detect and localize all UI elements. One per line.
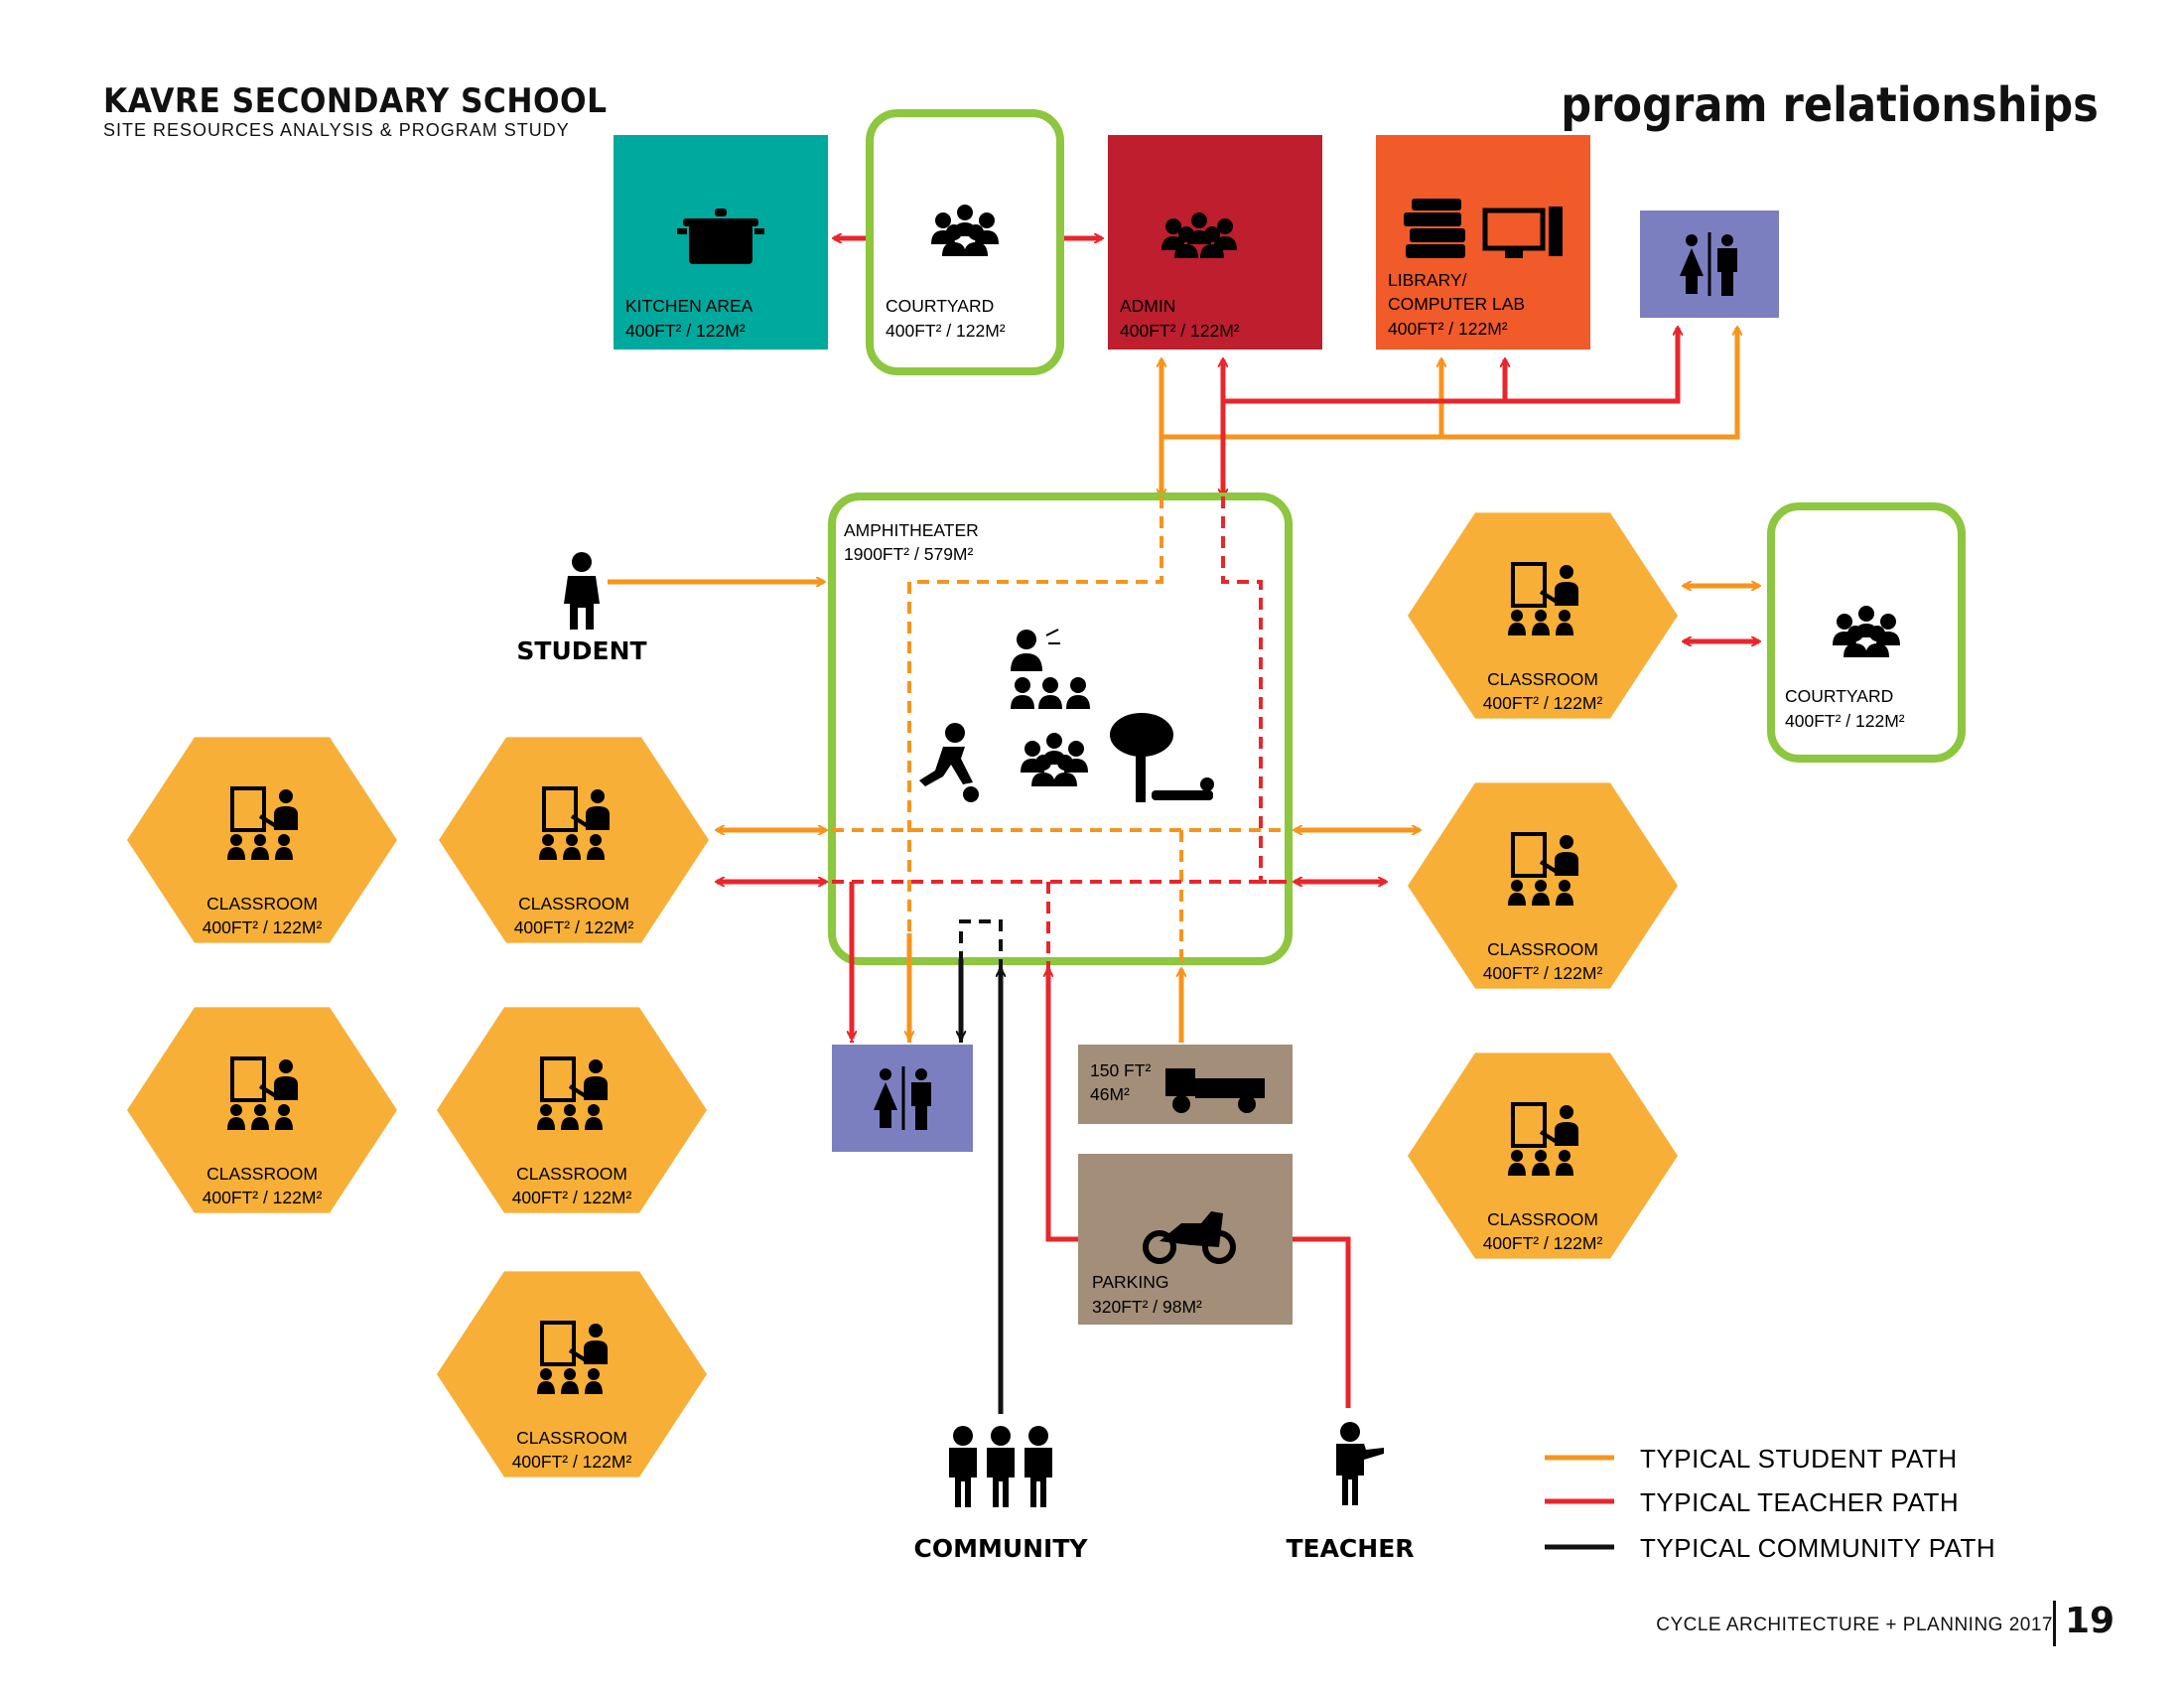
library-computer-lab-block: LIBRARY/ COMPUTER LAB 400FT² / 122M² <box>1376 135 1590 350</box>
classroom-label: CLASSROOM <box>516 1428 627 1448</box>
amphitheater-size: 1900FT² / 579M² <box>844 544 973 564</box>
classroom-hexagon: CLASSROOM 400FT² / 122M² <box>1408 1053 1678 1259</box>
books-computer-icon <box>1404 199 1563 258</box>
classroom-size: 400FT² / 122M² <box>203 1188 323 1207</box>
truck-size-m: 46M² <box>1090 1084 1130 1104</box>
community-figure: COMMUNITY <box>913 1426 1088 1563</box>
cooking-pot-icon <box>677 209 764 264</box>
community-label: COMMUNITY <box>913 1534 1088 1563</box>
classroom-label: CLASSROOM <box>206 894 318 914</box>
legend-community-label: TYPICAL COMMUNITY PATH <box>1640 1533 1995 1563</box>
teacher-label: TEACHER <box>1286 1534 1414 1563</box>
teacher-icon <box>1336 1422 1384 1505</box>
restroom-bottom-block <box>832 1045 973 1152</box>
classroom-size: 400FT² / 122M² <box>1483 693 1603 713</box>
classroom-hexagon: CLASSROOM 400FT² / 122M² <box>437 1271 707 1477</box>
teacher-path-parking <box>1293 1236 1351 1408</box>
amphitheater-label: AMPHITHEATER <box>844 520 979 540</box>
classroom-size: 400FT² / 122M² <box>1483 1233 1603 1253</box>
courtyard-right-size: 400FT² / 122M² <box>1785 711 1905 731</box>
classroom-hexagon: CLASSROOM 400FT² / 122M² <box>1408 782 1678 989</box>
student-label: STUDENT <box>516 636 646 665</box>
admin-label: ADMIN <box>1120 296 1175 316</box>
kitchen-area-size: 400FT² / 122M² <box>625 321 746 341</box>
classroom-label: CLASSROOM <box>516 1164 627 1184</box>
student-path-internal <box>832 496 1289 1043</box>
student-icon <box>564 552 600 630</box>
classroom-size: 400FT² / 122M² <box>512 1452 632 1472</box>
classroom-hexagon: CLASSROOM 400FT² / 122M² <box>127 1007 397 1213</box>
parking-size: 320FT² / 98M² <box>1092 1297 1202 1317</box>
page-number: 19 <box>2065 1601 2116 1641</box>
classroom-label: CLASSROOM <box>518 894 629 914</box>
classroom-hexagon: CLASSROOM 400FT² / 122M² <box>127 737 397 943</box>
tree-rest-icon <box>1110 713 1214 802</box>
school-title: KAVRE SECONDARY SCHOOL <box>103 81 608 121</box>
student-path-top <box>1161 328 1737 496</box>
classroom-label: CLASSROOM <box>1487 1209 1598 1229</box>
library-label: LIBRARY/ <box>1388 270 1467 290</box>
restroom-icon <box>872 1064 933 1132</box>
kitchen-area-label: KITCHEN AREA <box>625 296 753 316</box>
school-subtitle: SITE RESOURCES ANALYSIS & PROGRAM STUDY <box>103 120 570 140</box>
courtyard-right-label: COURTYARD <box>1785 686 1893 706</box>
courtyard-top-label: COURTYARD <box>886 296 994 316</box>
classroom-size: 400FT² / 122M² <box>514 917 634 937</box>
legend-item-student: TYPICAL STUDENT PATH <box>1545 1444 1958 1474</box>
restroom-icon <box>1678 230 1739 298</box>
legend-item-teacher: TYPICAL TEACHER PATH <box>1545 1487 1959 1517</box>
page-number-divider <box>2053 1601 2056 1646</box>
page-title: program relationships <box>1561 77 2099 133</box>
classroom-label: CLASSROOM <box>206 1164 318 1184</box>
footer-credit: CYCLE ARCHITECTURE + PLANNING 2017 <box>1656 1615 2053 1635</box>
classroom-size: 400FT² / 122M² <box>1483 963 1603 983</box>
truck-block: 150 FT² 46M² <box>1078 1045 1293 1124</box>
classroom-size: 400FT² / 122M² <box>512 1188 632 1207</box>
teacher-figure: TEACHER <box>1286 1422 1415 1563</box>
motorcycle-icon <box>1143 1211 1236 1264</box>
classroom-group: CLASSROOM 400FT² / 122M² CLASSROOM 400FT² /… <box>127 512 1678 1477</box>
legend-student-label: TYPICAL STUDENT PATH <box>1640 1444 1958 1474</box>
speaker-audience-icon <box>1011 629 1090 709</box>
courtyard-top-block: COURTYARD 400FT² / 122M² <box>866 109 1064 375</box>
soccer-player-icon <box>919 723 979 802</box>
classroom-label: CLASSROOM <box>1487 939 1598 959</box>
legend: TYPICAL STUDENT PATH TYPICAL TEACHER PAT… <box>1545 1444 1995 1563</box>
courtyard-right-block: COURTYARD 400FT² / 122M² <box>1767 502 1966 763</box>
classroom-hexagon: CLASSROOM 400FT² / 122M² <box>1408 512 1678 719</box>
classroom-label: CLASSROOM <box>1487 669 1598 689</box>
truck-icon <box>1165 1068 1265 1113</box>
parking-block: PARKING 320FT² / 98M² <box>1078 1154 1293 1325</box>
kitchen-area-block: KITCHEN AREA 400FT² / 122M² <box>614 135 828 350</box>
legend-item-community: TYPICAL COMMUNITY PATH <box>1545 1533 1995 1563</box>
admin-block: ADMIN 400FT² / 122M² <box>1108 135 1322 350</box>
community-icon <box>949 1426 1052 1507</box>
admin-size: 400FT² / 122M² <box>1120 321 1240 341</box>
classroom-size: 400FT² / 122M² <box>203 917 323 937</box>
amphitheater-block: AMPHITHEATER 1900FT² / 579M² <box>828 492 1293 965</box>
library-size: 400FT² / 122M² <box>1388 319 1508 339</box>
classroom-hexagon: CLASSROOM 400FT² / 122M² <box>439 737 709 943</box>
courtyard-top-size: 400FT² / 122M² <box>886 321 1006 341</box>
parking-label: PARKING <box>1092 1272 1168 1292</box>
restroom-top-block <box>1640 211 1779 318</box>
truck-size-ft: 150 FT² <box>1090 1060 1151 1080</box>
computer-lab-label: COMPUTER LAB <box>1388 294 1525 314</box>
teacher-path-to-amphitheater <box>1048 969 1078 1242</box>
student-figure: STUDENT <box>516 552 647 665</box>
teacher-path-top <box>1223 328 1678 496</box>
legend-teacher-label: TYPICAL TEACHER PATH <box>1640 1487 1959 1517</box>
classroom-hexagon: CLASSROOM 400FT² / 122M² <box>437 1007 707 1213</box>
